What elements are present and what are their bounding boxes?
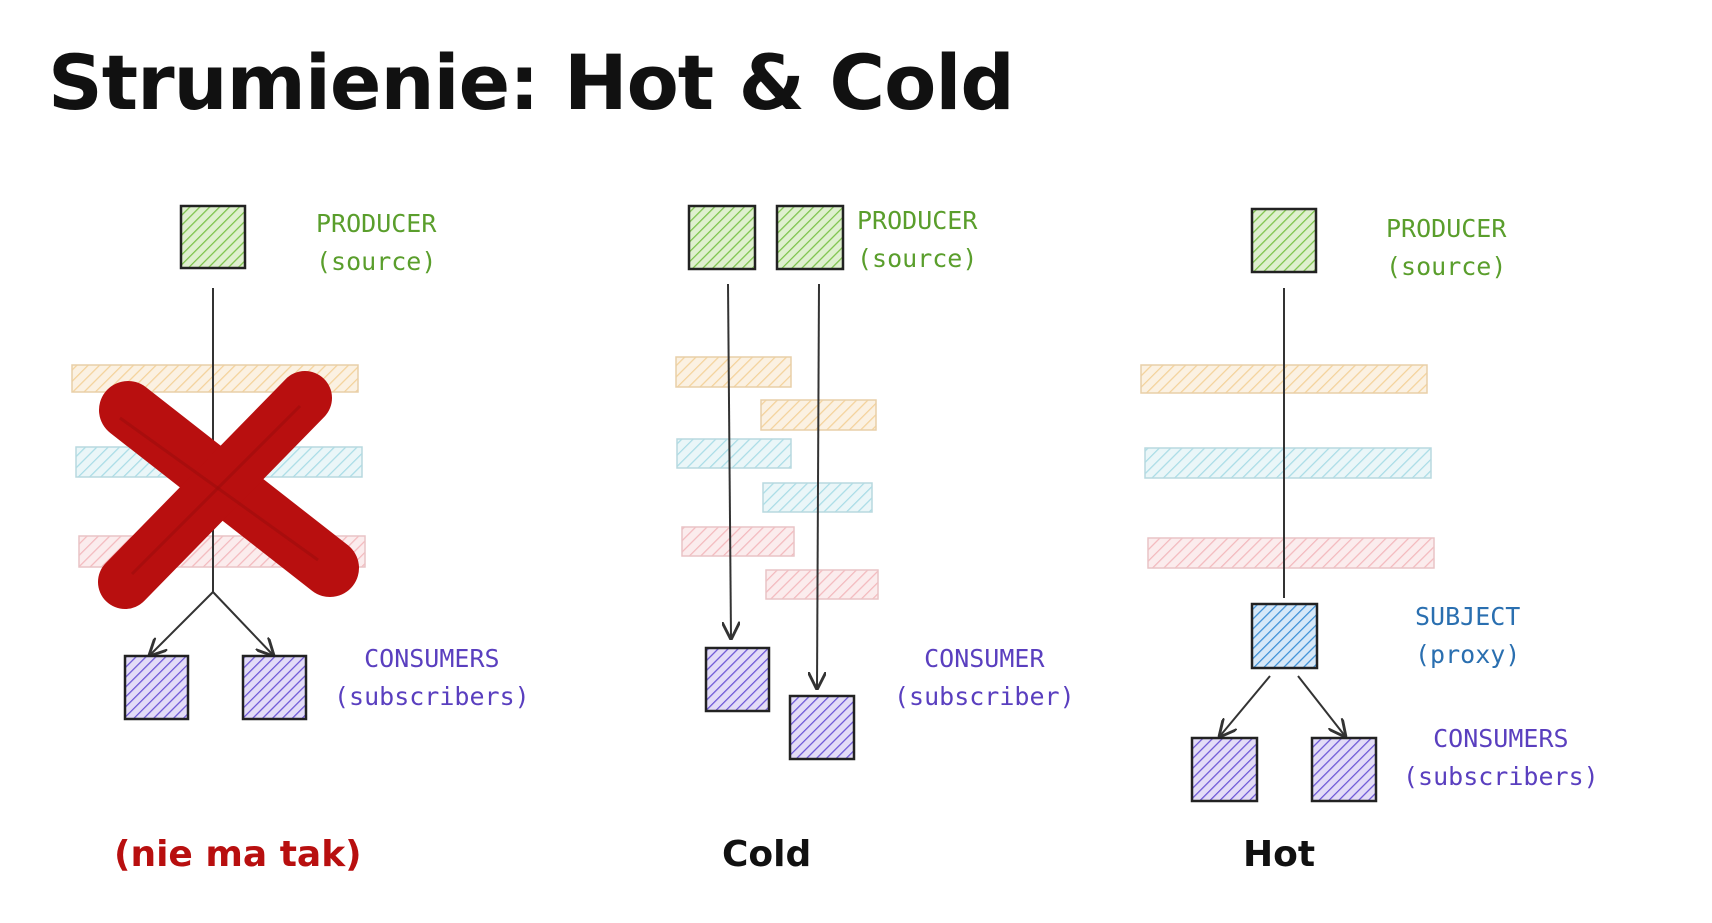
- band-pink: [765, 569, 879, 600]
- producer-label: PRODUCER (source): [316, 209, 437, 276]
- consumer-box: [704, 646, 771, 713]
- consumers-label: CONSUMERS (subscribers): [334, 644, 530, 711]
- band-orange: [675, 356, 792, 388]
- producer-label: PRODUCER (source): [857, 206, 978, 273]
- panel-cold: [675, 204, 879, 761]
- consumer-box: [241, 654, 308, 721]
- subject-label: SUBJECT (proxy): [1415, 602, 1521, 669]
- producer-label: PRODUCER (source): [1386, 214, 1507, 281]
- caption-hot: Hot: [1243, 834, 1316, 875]
- consumer-box: [1190, 736, 1259, 803]
- producer-box: [179, 204, 247, 270]
- slide-title: Strumienie: Hot & Cold: [48, 38, 1015, 127]
- arrow-to-consumer-left: [1220, 675, 1271, 736]
- band-blue: [1144, 447, 1432, 479]
- caption-wrong: (nie ma tak): [114, 834, 362, 875]
- consumer-label: CONSUMER (subscriber): [894, 644, 1075, 711]
- band-blue: [676, 438, 792, 469]
- producer-box: [1250, 207, 1318, 274]
- panel-hot: [1140, 207, 1435, 803]
- consumer-box: [1310, 736, 1378, 803]
- wrong-cross-mark: [98, 371, 359, 609]
- arrow-to-consumer-left: [150, 591, 214, 655]
- stream-line-left: [728, 283, 731, 638]
- caption-cold: Cold: [722, 834, 812, 875]
- arrow-to-consumer-right: [212, 591, 273, 655]
- stream-line-right: [817, 283, 819, 688]
- arrow-to-consumer-right: [1297, 675, 1345, 736]
- consumer-box: [788, 694, 856, 761]
- consumer-box: [123, 654, 190, 721]
- consumers-label: CONSUMERS (subscribers): [1403, 724, 1599, 791]
- band-pink: [1147, 537, 1435, 569]
- producer-box: [775, 204, 845, 271]
- subject-box: [1250, 602, 1319, 670]
- band-pink: [681, 526, 795, 557]
- producer-box: [687, 204, 757, 271]
- panel-wrong: [71, 204, 366, 721]
